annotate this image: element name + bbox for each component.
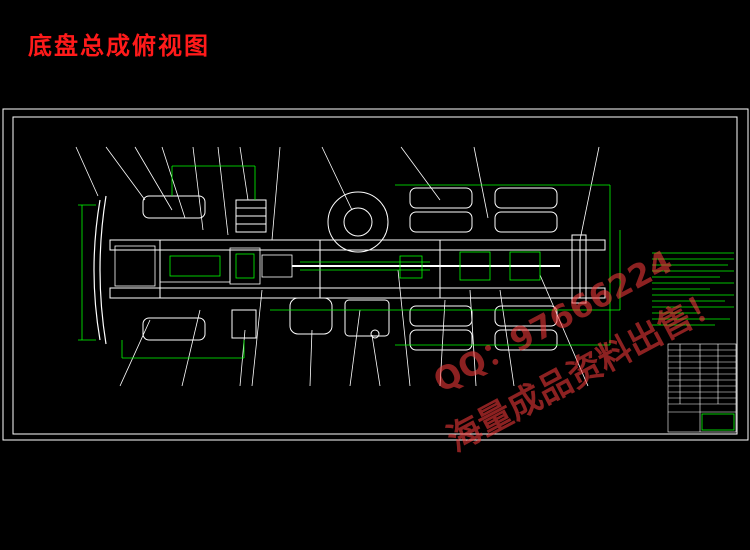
front-bumper: [93, 195, 107, 345]
rear-cross-members: [571, 234, 605, 304]
frame-rails: [109, 239, 606, 299]
bottom-leader-lines: [119, 269, 589, 387]
engine-detail-green: [169, 251, 541, 281]
spare-tyre: [327, 191, 389, 253]
dimension-lines: [78, 165, 621, 359]
rear-tyres-bottom: [409, 305, 558, 351]
top-leader-lines: [75, 146, 600, 241]
page-title: 底盘总成俯视图: [28, 32, 210, 60]
engine-gearbox: [114, 245, 560, 287]
rear-tyres-top: [409, 187, 558, 233]
front-tyres: [142, 195, 206, 341]
outer-frame: [2, 108, 749, 441]
air-tanks: [289, 297, 390, 339]
inner-frame: [12, 116, 738, 435]
title-block-green: [701, 413, 735, 431]
battery-box: [231, 199, 267, 339]
title-block: [667, 343, 737, 433]
technical-notes: [652, 252, 734, 326]
